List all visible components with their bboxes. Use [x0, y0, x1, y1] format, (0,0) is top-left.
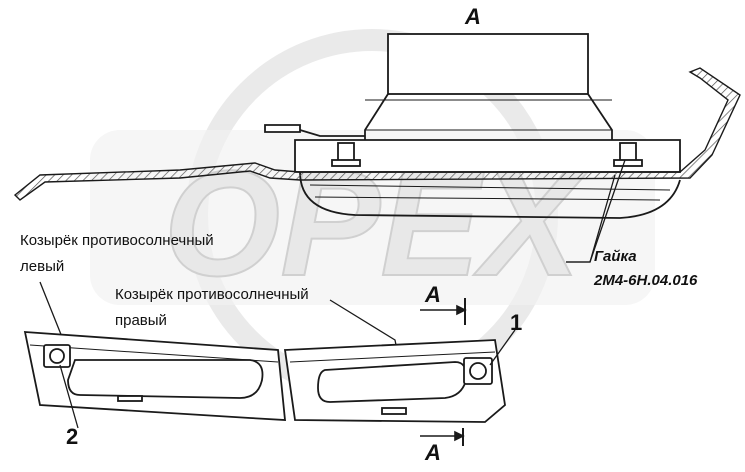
visor-left-label-line1: Козырёк противосолнечный	[20, 232, 214, 249]
roof-unit	[264, 33, 681, 219]
nut-label-line1: Гайка	[594, 248, 637, 265]
visor-left	[23, 331, 287, 421]
section-marks	[420, 298, 467, 446]
callout-2: 2	[66, 424, 79, 449]
view-label-top: A	[465, 4, 481, 29]
callout-leaders	[59, 329, 516, 429]
roof-panel	[13, 67, 741, 201]
visor-right-label-line2: правый	[115, 312, 167, 329]
visor-right-label-line1: Козырёк противосолнечный	[115, 286, 309, 303]
visor-right	[283, 339, 506, 423]
callout-1: 1	[510, 310, 523, 335]
section-mark-upper: A	[425, 282, 441, 307]
section-mark-lower: A	[425, 440, 441, 465]
visor-left-label-line2: левый	[20, 258, 65, 275]
nut-label-line2: 2М4-6Н.04.016	[594, 272, 698, 289]
nut-leader	[566, 159, 626, 263]
